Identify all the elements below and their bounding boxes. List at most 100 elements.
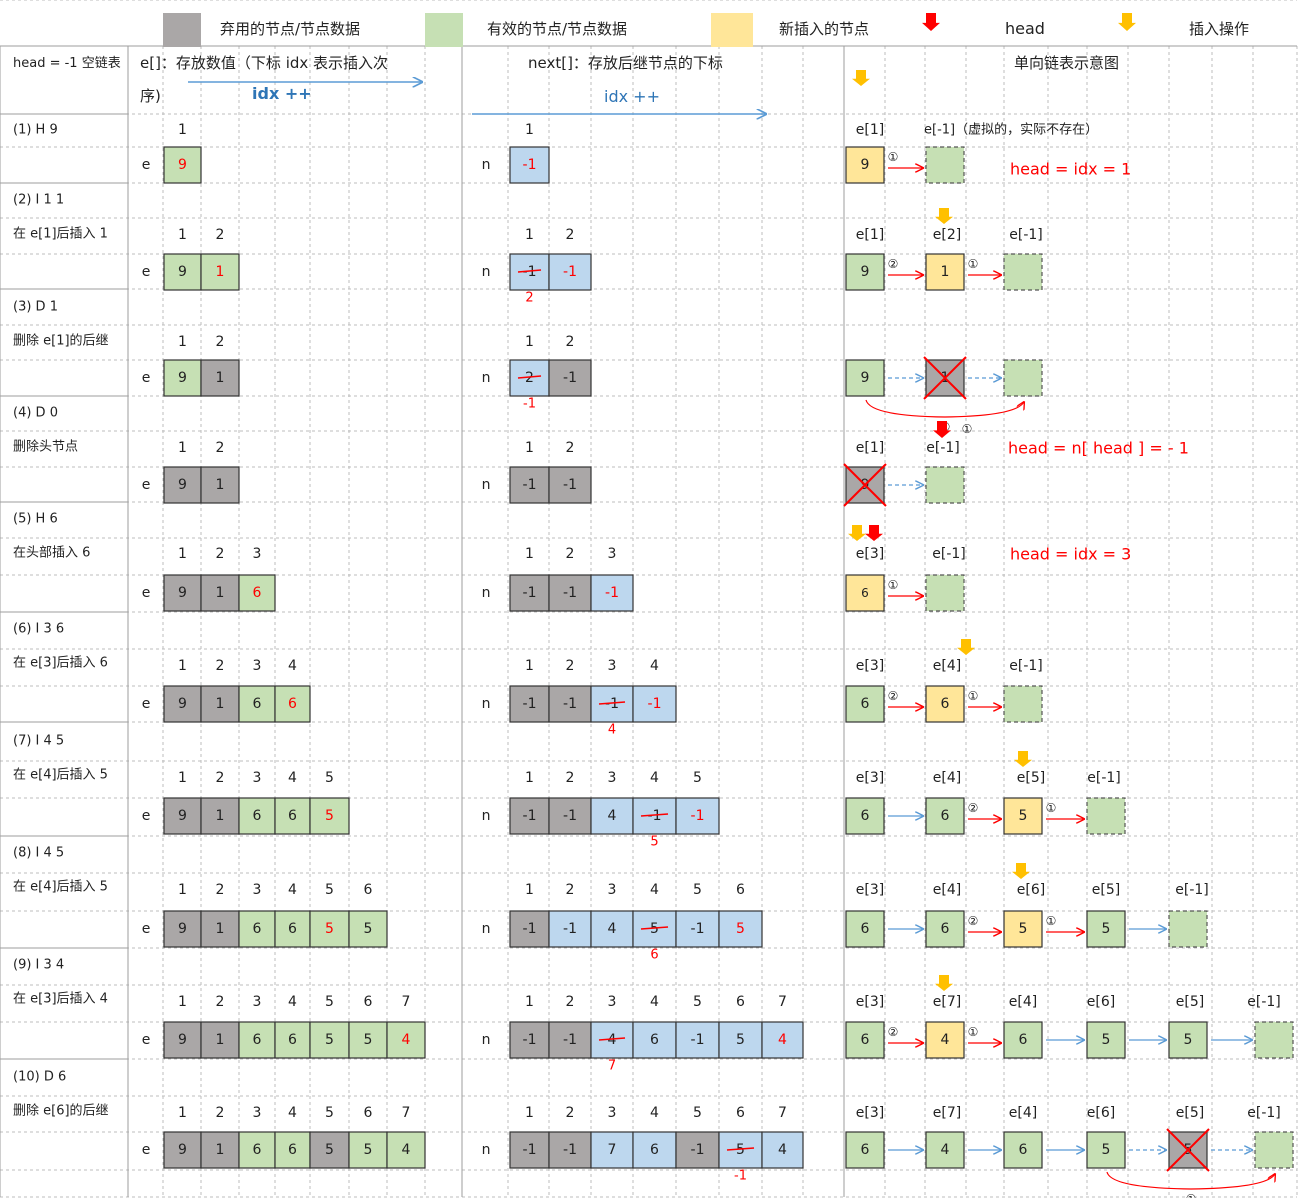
step-2-n-index: 2 (566, 227, 575, 243)
step-6-n-strike (598, 701, 626, 705)
step-9-n-value: 5 (736, 1032, 745, 1048)
step-2-e-cell (200, 253, 240, 291)
step-9-e-cell (386, 1021, 426, 1059)
step-7-n-value: -1 (563, 808, 577, 824)
step-3-e-row-label: e (142, 370, 151, 386)
step-7-n-index: 5 (693, 770, 702, 786)
step-1-n-index: 1 (525, 122, 534, 138)
next-array-title: next[]：存放后继节点的下标 (528, 54, 723, 72)
step-5-n-row-label: n (482, 585, 491, 601)
step-8-n-index: 3 (608, 882, 617, 898)
step-2-n-value: -1 (563, 264, 577, 280)
step-2-e-value: 1 (216, 264, 225, 280)
step-9-chain-label: e[5] (1176, 994, 1204, 1010)
step-7-n-cell (675, 797, 720, 835)
step-10-op-label: (10) D 6 (13, 1070, 66, 1085)
step-3-n-strike (517, 375, 542, 379)
step-10-desc: 删除 e[6]的后继 (13, 1103, 109, 1119)
step-3-chain-node (1003, 359, 1043, 397)
step-7-chain-node (845, 797, 885, 835)
step-9-n-index: 4 (650, 994, 659, 1010)
step-8-n-new-value: 6 (650, 948, 658, 963)
step-9-e-cell (163, 1021, 202, 1059)
step-3-n-value: -1 (563, 370, 577, 386)
step-2-chain-node-value: 9 (861, 264, 870, 280)
step-10-chain-node (845, 1131, 885, 1169)
step-5-chain-label: e[3] (856, 546, 884, 562)
step-10-n-value: 5 (736, 1142, 745, 1158)
step-5-edge-num: ① (888, 578, 899, 592)
step-9-e-cell (309, 1021, 350, 1059)
step-9-n-index: 1 (525, 994, 534, 1010)
step-8-n-value: 5 (650, 921, 659, 937)
step-5-note: head = idx = 3 (1010, 545, 1131, 564)
step-9-n-row-label: n (482, 1032, 491, 1048)
step-9-chain-label: e[3] (856, 994, 884, 1010)
step-10-n-index: 7 (778, 1105, 787, 1121)
step-8-n-value: -1 (563, 921, 577, 937)
step-9-n-index: 3 (608, 994, 617, 1010)
step-5-e-row-label: e (142, 585, 151, 601)
step-3-n-value: 2 (525, 370, 534, 386)
step-1-e-value: 9 (178, 157, 187, 173)
step-7-e-value: 6 (288, 808, 297, 824)
step-7-e-index: 1 (178, 770, 187, 786)
legend-new-node-label: 新插入的节点 (779, 20, 870, 38)
step-6-edge-num: ① (968, 689, 979, 703)
step-1-n-value: -1 (523, 157, 537, 173)
step-1-chain-node (845, 146, 885, 184)
step-5-e-value: 9 (178, 585, 187, 601)
step-9-n-value: 6 (650, 1032, 659, 1048)
step-7-chain-label: e[-1] (1087, 770, 1121, 786)
step-6-e-value: 6 (288, 696, 297, 712)
legend-head-label: head (1005, 19, 1045, 38)
step-6-edge-num: ② (888, 689, 899, 703)
step-8-e-row-label: e (142, 921, 151, 937)
step-10-chain-label: e[-1] (1247, 1105, 1281, 1121)
step-5-e-value: 1 (216, 585, 225, 601)
step-3-chain-node-value: 9 (861, 370, 870, 386)
step-7-e-cell (238, 797, 276, 835)
step-8-chain-node (845, 910, 885, 948)
step-5-head-arrow-icon (865, 525, 883, 541)
step-9-chain-node (1254, 1021, 1294, 1059)
step-10-chain-node (925, 1131, 965, 1169)
step-10-n-value: 4 (778, 1142, 787, 1158)
step-6-n-new-value: 4 (608, 723, 616, 738)
step-9-e-value: 1 (216, 1032, 225, 1048)
step-2-chain-node (1003, 253, 1043, 291)
step-8-desc: 在 e[4]后插入 5 (13, 880, 108, 895)
step-7-op-label: (7) I 4 5 (13, 734, 64, 749)
step-1-n-cell (509, 146, 550, 184)
step-8-chain-label: e[3] (856, 882, 884, 898)
step-5-chain-label: e[-1] (932, 546, 966, 562)
legend-insert-arrow-icon (1118, 13, 1136, 31)
step-10-n-cell (761, 1131, 804, 1169)
step-9-chain-node-value: 6 (861, 1032, 870, 1048)
step-9-n-cell (590, 1021, 634, 1059)
step-9-n-value: -1 (523, 1032, 537, 1048)
step-9-n-index: 5 (693, 994, 702, 1010)
step-8-chain-node-value: 6 (861, 921, 870, 937)
legend-head-arrow-icon (922, 13, 940, 31)
step-7-n-index: 4 (650, 770, 659, 786)
step-7-chain-node (1086, 797, 1126, 835)
step-10-chain-node-value: 6 (861, 1142, 870, 1158)
step-6-e-cell (200, 685, 240, 723)
step-2-desc: 在 e[1]后插入 1 (13, 227, 108, 242)
step-6-n-index: 1 (525, 658, 534, 674)
step-10-chain-node (1003, 1131, 1043, 1169)
step-4-chain-label: e[1] (856, 440, 884, 456)
step-7-n-index: 3 (608, 770, 617, 786)
step-10-e-cell (386, 1131, 426, 1169)
step-8-e-cell (238, 910, 276, 948)
step-8-e-cell (200, 910, 240, 948)
e-array-title-cont: 序) (140, 87, 161, 105)
step-9-e-value: 9 (178, 1032, 187, 1048)
step-3-e-index: 2 (216, 334, 225, 350)
step-6-chain-label: e[3] (856, 658, 884, 674)
step-6-chain-node-value: 6 (941, 696, 950, 712)
step-2-n-cell (548, 253, 592, 291)
step-3-op-label: (3) D 1 (13, 300, 58, 315)
step-10-e-cell (238, 1131, 276, 1169)
